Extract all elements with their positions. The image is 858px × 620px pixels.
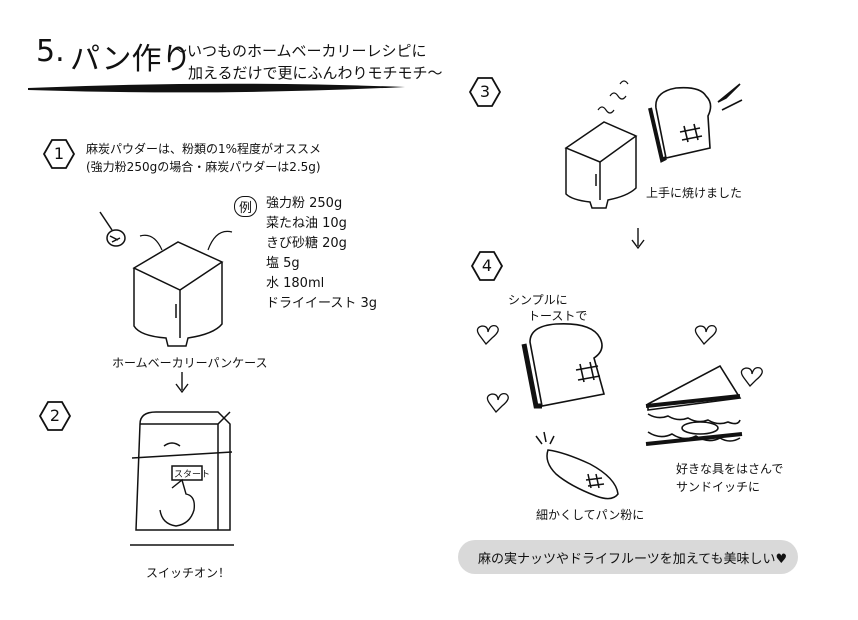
baked-case-icon: [564, 121, 638, 209]
step1-note: 麻炭パウダーは、粉類の1%程度がオススメ (強力粉250gの場合・麻炭パウダーは…: [86, 140, 321, 176]
recipe-list: 強力粉 250g 菜たね油 10g きび砂糖 20g 塩 5g 水 180ml …: [266, 194, 377, 314]
heart-icon: [486, 392, 509, 413]
toast-slice-icon: [648, 86, 712, 163]
toast-caption-line2: トーストで: [528, 309, 588, 323]
step2-caption: スイッチオン！: [146, 566, 231, 580]
recipe-item: 塩 5g: [266, 256, 300, 271]
sandwich-caption-line2: サンドイッチに: [676, 480, 761, 494]
header-underline: [28, 83, 405, 93]
subtitle-line2: 加えるだけで更にふんわりモチモチ～: [188, 64, 443, 82]
step4-number: 4: [481, 256, 493, 275]
subtitle-line1: ～いつものホームベーカリーレシピに: [172, 42, 427, 60]
example-badge: 例: [234, 196, 258, 217]
fried-shrimp-icon: [535, 431, 619, 500]
step2-number: 2: [49, 406, 61, 425]
spoon-icon: [99, 211, 126, 247]
toast-caption: シンプルに トーストで: [508, 292, 587, 324]
page-number: 5.: [36, 34, 65, 69]
step1-note-line2: (強力粉250gの場合・麻炭パウダーは2.5g): [86, 160, 321, 174]
sandwich-caption: 好きな具をはさんで サンドイッチに: [676, 460, 783, 496]
step1-note-line1: 麻炭パウダーは、粉類の1%程度がオススメ: [86, 142, 322, 156]
crumb-caption: 細かくしてパン粉に: [536, 508, 645, 522]
step4-hexagon: [470, 251, 504, 281]
page-title: パン作り: [70, 42, 192, 77]
toast-caption-line1: シンプルに: [508, 293, 568, 307]
step3-hexagon: [468, 77, 502, 107]
bread-case-icon: [132, 241, 224, 347]
steam-icon: [597, 80, 629, 114]
arrow-curve-icon: [139, 234, 163, 251]
sparkle-icon: [717, 83, 743, 111]
recipe-item: 水 180ml: [266, 276, 325, 291]
step1-number: 1: [53, 144, 65, 163]
down-arrow-icon: [175, 372, 189, 394]
step3-caption: 上手に焼けました: [646, 186, 743, 200]
recipe-item: きび砂糖 20g: [266, 236, 347, 251]
start-button-label: スタート: [174, 470, 211, 480]
step2-hexagon: [38, 401, 72, 431]
step1-caption: ホームベーカリーパンケース: [112, 356, 268, 370]
sandwich-icon: [645, 364, 743, 446]
page-subtitle: ～いつものホームベーカリーレシピに 加えるだけで更にふんわりモチモチ～: [172, 40, 443, 84]
arrow-curve-icon: [207, 230, 233, 251]
heart-icon: [694, 324, 717, 345]
step1-hexagon: [42, 139, 76, 169]
pointing-hand-icon: [159, 478, 196, 527]
sandwich-caption-line1: 好きな具をはさんで: [676, 462, 784, 476]
toast-icon: [521, 322, 606, 409]
recipe-item: ドライイースト 3g: [266, 296, 378, 311]
heart-icon: [476, 324, 499, 345]
recipe-item: 菜たね油 10g: [266, 216, 347, 231]
step3-number: 3: [479, 82, 491, 101]
tip-text: 麻の実ナッツやドライフルーツを加えても美味しい♥: [478, 552, 788, 567]
tip-banner: [458, 540, 798, 574]
down-arrow-icon: [631, 228, 645, 250]
bread-machine-icon: [130, 411, 234, 546]
recipe-item: 強力粉 250g: [266, 196, 343, 211]
heart-icon: [740, 366, 763, 387]
